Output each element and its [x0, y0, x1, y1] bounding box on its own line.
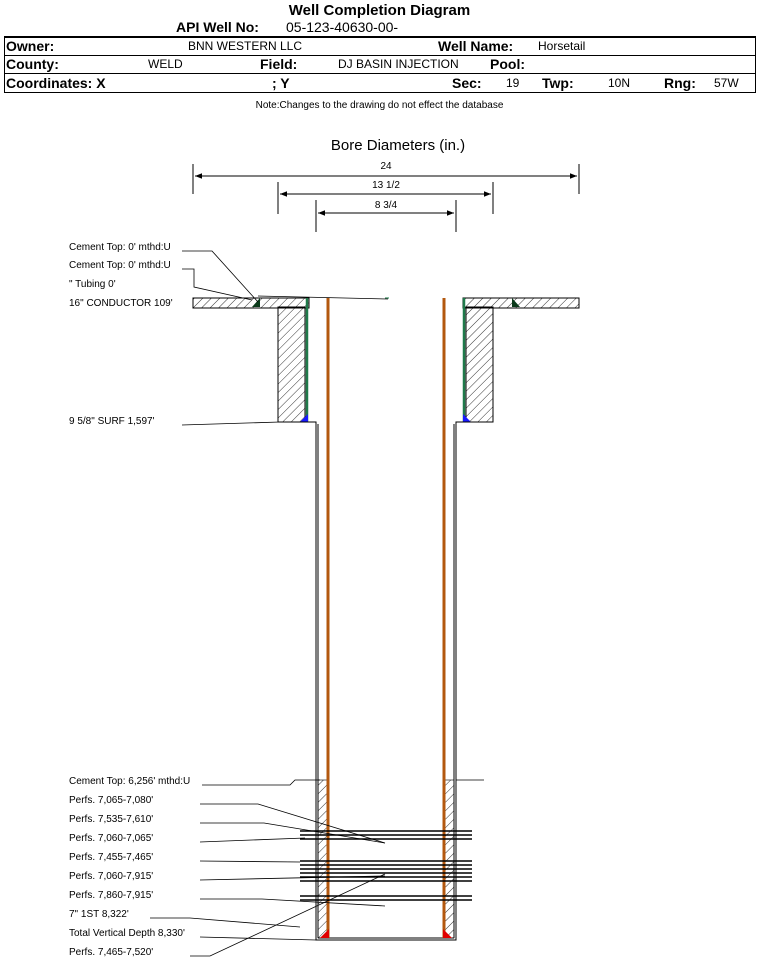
label-cement-top-2: Cement Top: 0' mthd:U — [69, 260, 171, 271]
label-perfs-5: Perfs. 7,060-7,915' — [69, 871, 153, 882]
label-perfs-6: Perfs. 7,860-7,915' — [69, 890, 153, 901]
leader-lines — [150, 250, 386, 957]
wellname-value: Horsetail — [538, 39, 586, 53]
label-tubing: " Tubing 0' — [69, 279, 116, 290]
pool-label: Pool: — [490, 56, 525, 72]
owner-label: Owner: — [6, 38, 55, 54]
surf-cement-right — [465, 306, 494, 423]
surface-line-left — [257, 295, 389, 300]
twp-label: Twp: — [542, 75, 574, 91]
owner-value: BNN WESTERN LLC — [188, 39, 303, 53]
label-cement-top-3: Cement Top: 6,256' mthd:U — [69, 776, 190, 787]
bore-title: Bore Diameters (in.) — [331, 137, 465, 154]
label-tvd: Total Vertical Depth 8,330' — [69, 928, 185, 939]
note: Note:Changes to the drawing do not effec… — [255, 100, 504, 111]
prod-cement-right — [444, 779, 455, 939]
label-perfs-4: Perfs. 7,455-7,465' — [69, 852, 153, 863]
county-value: WELD — [148, 57, 183, 71]
dim-24-label: 24 — [380, 161, 392, 172]
label-conductor: 16" CONDUCTOR 109' — [69, 298, 173, 309]
coords-row: Coordinates: X ; Y Sec: 19 Twp: 10N Rng:… — [4, 75, 756, 93]
prod-shoe-right — [443, 929, 452, 938]
perfs-group-1 — [300, 830, 472, 840]
wellname-label: Well Name: — [438, 38, 514, 54]
borehole-left-wall — [278, 421, 493, 941]
prod-shoe-left — [320, 929, 329, 938]
dim-8-75 — [315, 200, 457, 232]
perfs-group-2 — [300, 860, 472, 882]
dim-13-5-label: 13 1/2 — [372, 180, 400, 191]
county-row: County: WELD Field: DJ BASIN INJECTION P… — [4, 56, 756, 74]
conductor-shoe-right — [512, 298, 520, 307]
owner-row: Owner: BNN WESTERN LLC Well Name: Horset… — [4, 37, 756, 56]
label-perfs-2: Perfs. 7,535-7,610' — [69, 814, 153, 825]
sec-value: 19 — [506, 76, 520, 90]
api-row: API Well No: 05-123-40630-00- — [4, 19, 756, 37]
county-label: County: — [6, 56, 59, 72]
api-label: API Well No: — [176, 19, 259, 35]
rng-label: Rng: — [664, 75, 696, 91]
label-surf: 9 5/8" SURF 1,597' — [69, 416, 155, 427]
dim-8-75-label: 8 3/4 — [375, 200, 398, 211]
surf-shoe-right — [463, 414, 471, 422]
surf-cement-left — [277, 306, 306, 423]
label-perfs-1: Perfs. 7,065-7,080' — [69, 795, 153, 806]
sec-label: Sec: — [452, 75, 482, 91]
dim-24 — [192, 164, 580, 194]
coords-y-label: ; Y — [272, 75, 290, 91]
rng-value: 57W — [714, 76, 739, 90]
header-left-border — [4, 37, 5, 93]
coords-label: Coordinates: X — [6, 75, 106, 91]
label-cement-top-1: Cement Top: 0' mthd:U — [69, 242, 171, 253]
conductor-left — [192, 297, 310, 309]
header-right-border — [755, 37, 756, 93]
label-perfs-3: Perfs. 7,060-7,065' — [69, 833, 153, 844]
api-value: 05-123-40630-00- — [286, 19, 399, 35]
label-7in: 7" 1ST 8,322' — [69, 909, 129, 920]
surf-shoe-left — [300, 414, 308, 422]
twp-value: 10N — [608, 76, 631, 90]
dim-13-5 — [277, 182, 494, 214]
label-perfs-7: Perfs. 7,465-7,520' — [69, 947, 153, 958]
field-value: DJ BASIN INJECTION — [338, 57, 459, 71]
page-title: Well Completion Diagram — [288, 2, 471, 19]
field-label: Field: — [260, 56, 298, 72]
conductor-shoe-left — [252, 298, 260, 307]
prod-cement-left — [317, 779, 328, 939]
